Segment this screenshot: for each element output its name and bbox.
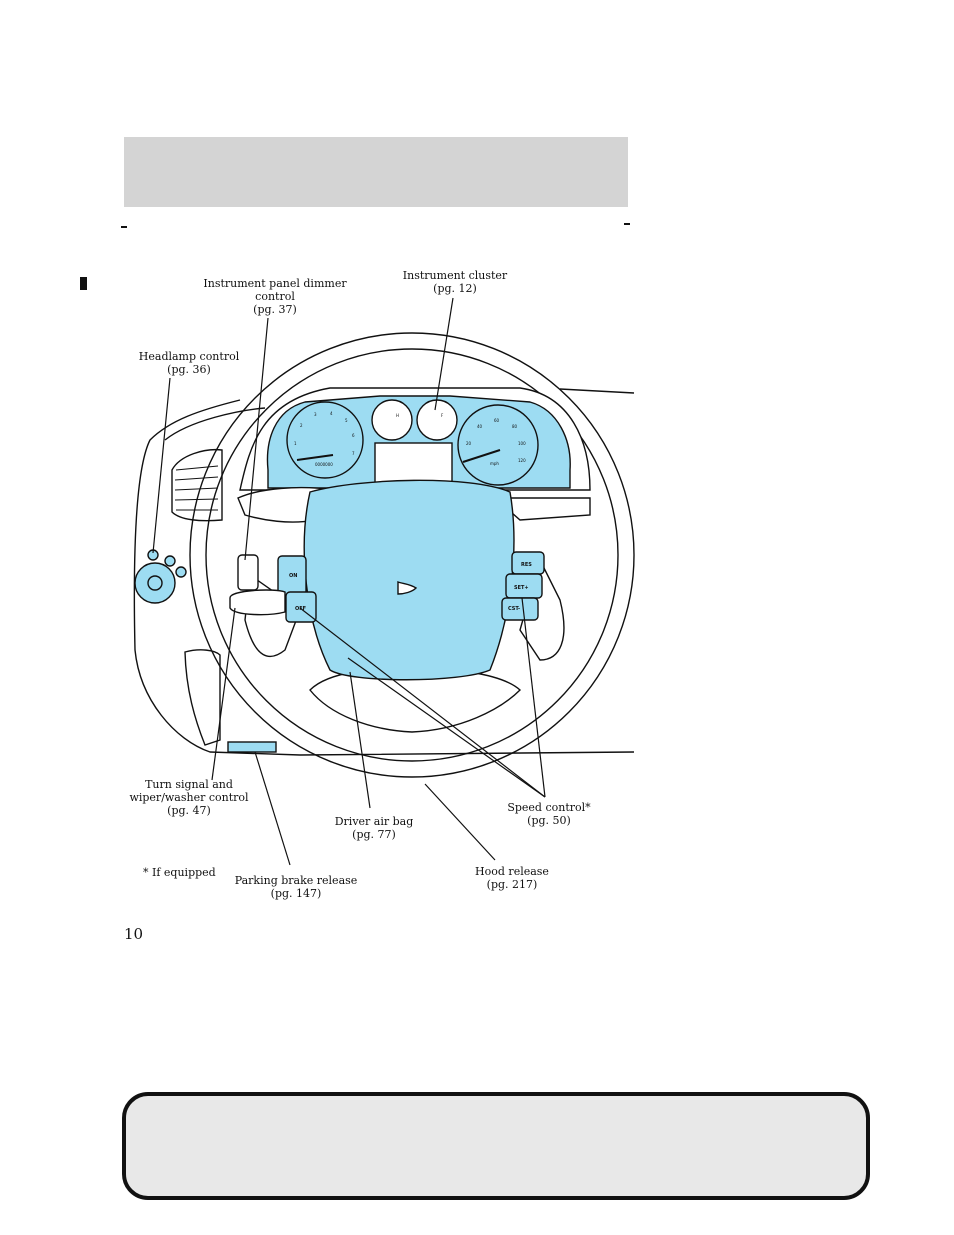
svg-text:40: 40 [477, 424, 483, 429]
svg-text:5: 5 [345, 418, 348, 423]
footnote: * If equipped [143, 866, 216, 879]
callout-speed-control: Speed control*(pg. 50) [507, 801, 591, 827]
res-button-text: RES [521, 562, 532, 568]
steering-wheel-rim [189, 332, 635, 778]
parking-brake-lever [227, 741, 277, 753]
on-button-text: ON [289, 573, 297, 579]
callout-parking-brake: Parking brake release(pg. 147) [234, 874, 358, 900]
callout-headlamp: Headlamp control(pg. 36) [138, 350, 240, 376]
svg-text:3: 3 [314, 412, 317, 417]
section-tab-marker [80, 277, 87, 290]
air-bag-pad [303, 479, 515, 681]
off-button-text: OFF [295, 606, 306, 612]
corner-mark-left [121, 226, 127, 228]
dashboard-outline [133, 399, 635, 756]
page-number: 10 [124, 925, 144, 943]
svg-text:H: H [396, 413, 399, 418]
svg-text:120: 120 [518, 458, 526, 463]
callout-air-bag: Driver air bag(pg. 77) [334, 815, 414, 841]
svg-text:2: 2 [300, 423, 303, 428]
callout-cluster: Instrument cluster(pg. 12) [402, 269, 508, 295]
corner-mark-right [624, 223, 630, 225]
set-button-text: SET+ [514, 585, 529, 591]
svg-text:60: 60 [494, 418, 500, 423]
chapter-header-band [124, 137, 628, 207]
svg-text:F: F [441, 413, 444, 418]
svg-text:4: 4 [330, 411, 333, 416]
air-vent [171, 448, 223, 522]
svg-text:80: 80 [512, 424, 518, 429]
svg-text:1: 1 [294, 441, 297, 446]
speedo-unit-text: mph [490, 461, 499, 466]
svg-text:6: 6 [352, 433, 355, 438]
headlamp-knob [134, 562, 176, 604]
odometer-text: 0000000 [315, 462, 333, 467]
cst-button-text: CST- [508, 606, 520, 612]
dimmer-wheel [237, 554, 259, 591]
dash-top-line [559, 388, 635, 394]
svg-text:100: 100 [518, 441, 526, 446]
footer-box [122, 1092, 870, 1200]
callout-hood: Hood release(pg. 217) [475, 865, 549, 891]
svg-text:20: 20 [466, 441, 472, 446]
turn-signal-stalk [229, 589, 286, 616]
svg-text:7: 7 [352, 451, 355, 456]
